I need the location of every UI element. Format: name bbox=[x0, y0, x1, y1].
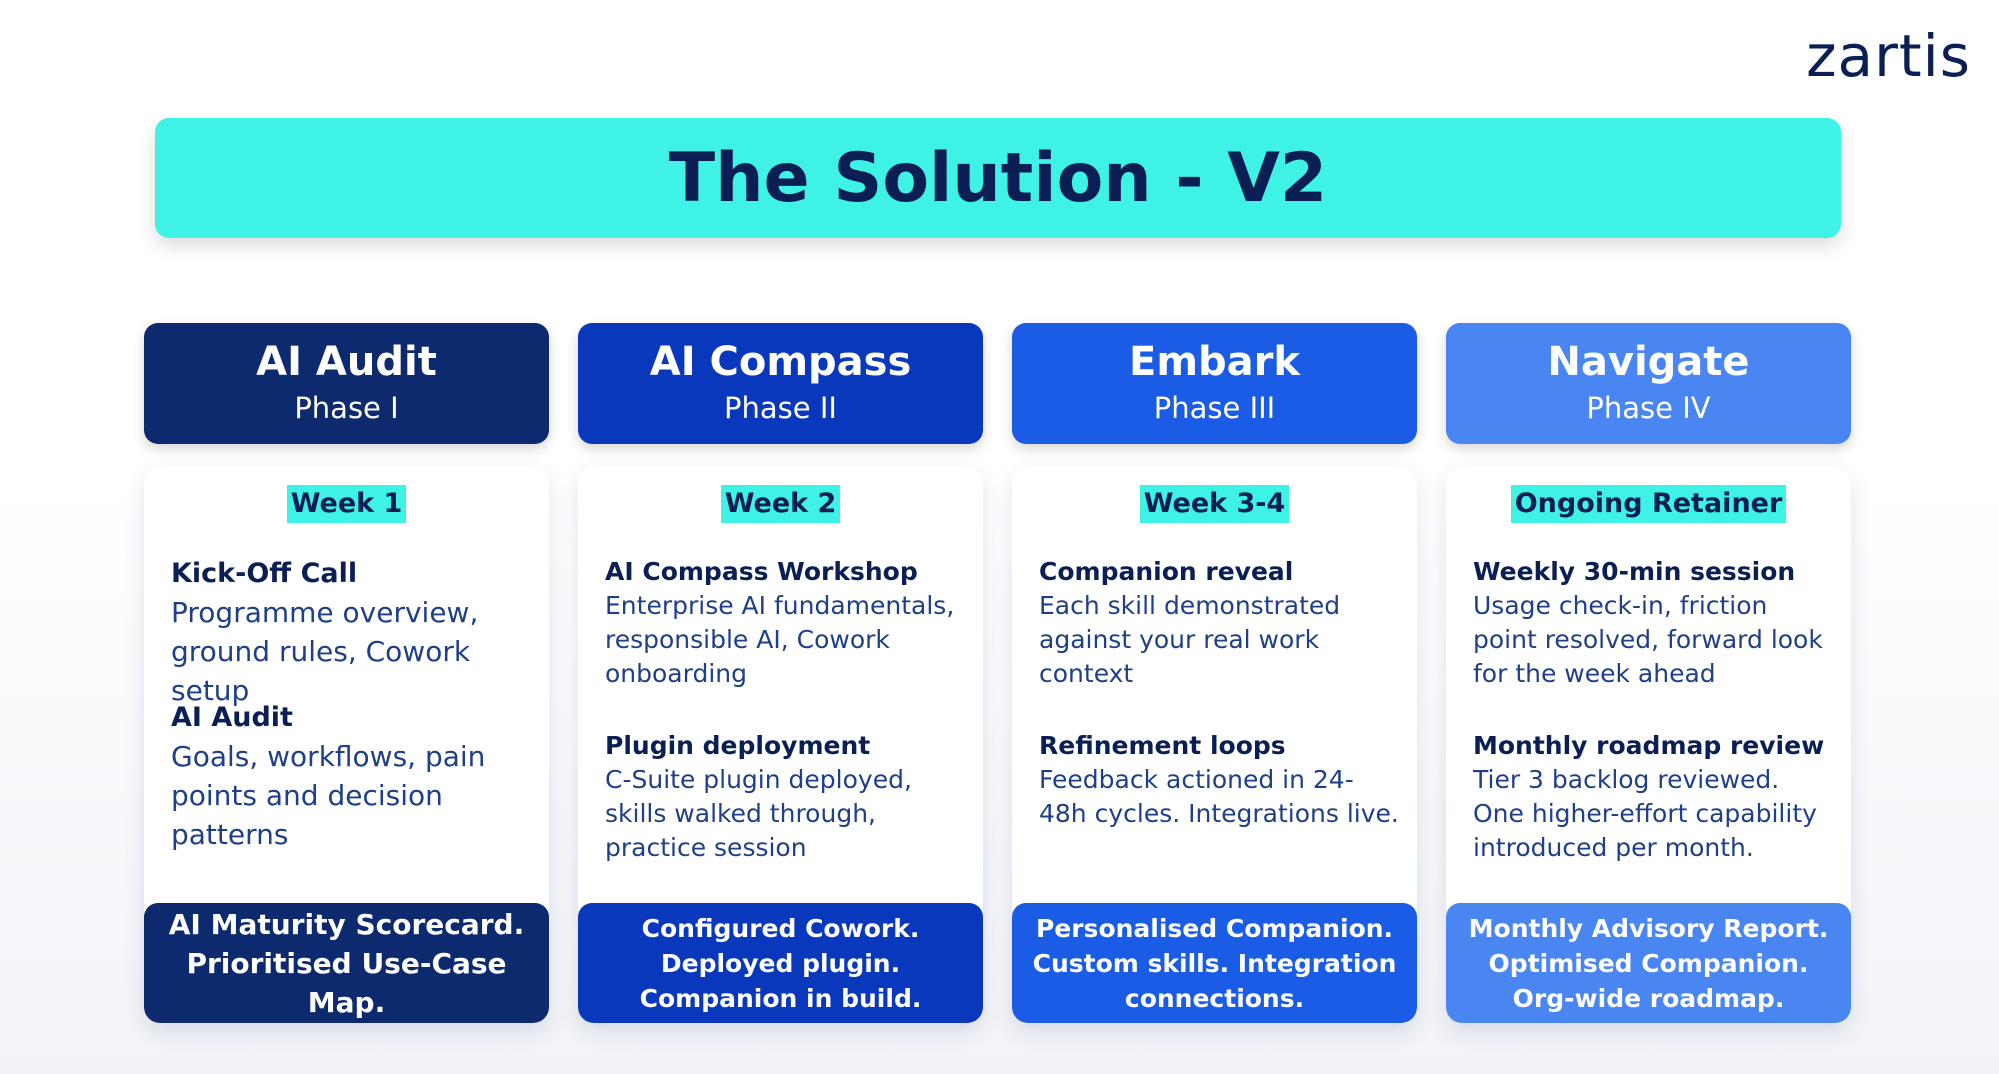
week-label: Week 1 bbox=[286, 485, 407, 523]
phase-number: Phase I bbox=[294, 391, 399, 425]
activity-item: AI Audit Goals, workflows, pain points a… bbox=[171, 699, 531, 854]
title-banner: The Solution - V2 bbox=[155, 118, 1841, 238]
activity-title: AI Audit bbox=[171, 702, 293, 733]
phase-column-embark: Embark Phase III Week 3-4 Companion reve… bbox=[1012, 323, 1417, 1023]
phase-card-embark: Week 3-4 Companion reveal Each skill dem… bbox=[1012, 467, 1417, 1023]
activity-item: AI Compass Workshop Enterprise AI fundam… bbox=[605, 555, 965, 691]
phase-header-navigate: Navigate Phase IV bbox=[1446, 323, 1851, 444]
deliverable-box: Personalised Companion. Custom skills. I… bbox=[1012, 903, 1417, 1023]
deliverable-box: Monthly Advisory Report. Optimised Compa… bbox=[1446, 903, 1851, 1023]
phase-column-ai-audit: AI Audit Phase I Week 1 Kick-Off Call Pr… bbox=[144, 323, 549, 1023]
phase-number: Phase II bbox=[724, 391, 837, 425]
activity-title: Plugin deployment bbox=[605, 731, 871, 760]
activity-item: Companion reveal Each skill demonstrated… bbox=[1039, 555, 1399, 691]
activity-item: Refinement loops Feedback actioned in 24… bbox=[1039, 729, 1399, 831]
zartis-logo: zartis bbox=[1806, 22, 1971, 90]
phase-name: Embark bbox=[1129, 339, 1300, 385]
activity-title: Kick-Off Call bbox=[171, 558, 358, 589]
activity-title: Weekly 30-min session bbox=[1473, 557, 1796, 586]
phase-header-ai-audit: AI Audit Phase I bbox=[144, 323, 549, 444]
activity-description: C-Suite plugin deployed, skills walked t… bbox=[605, 765, 912, 862]
phase-column-navigate: Navigate Phase IV Ongoing Retainer Weekl… bbox=[1446, 323, 1851, 1023]
activity-description: Feedback actioned in 24-48h cycles. Inte… bbox=[1039, 765, 1399, 828]
activity-description: Enterprise AI fundamentals, responsible … bbox=[605, 591, 955, 688]
activity-title: Monthly roadmap review bbox=[1473, 731, 1825, 760]
phase-column-ai-compass: AI Compass Phase II Week 2 AI Compass Wo… bbox=[578, 323, 983, 1023]
phase-columns: AI Audit Phase I Week 1 Kick-Off Call Pr… bbox=[144, 323, 1851, 1023]
activity-item: Monthly roadmap review Tier 3 backlog re… bbox=[1473, 729, 1833, 865]
deliverable-box: Configured Cowork. Deployed plugin. Comp… bbox=[578, 903, 983, 1023]
phase-name: AI Compass bbox=[649, 339, 912, 385]
phase-card-ai-compass: Week 2 AI Compass Workshop Enterprise AI… bbox=[578, 467, 983, 1023]
phase-name: Navigate bbox=[1547, 339, 1750, 385]
phase-number: Phase III bbox=[1153, 391, 1276, 425]
week-label: Week 2 bbox=[720, 485, 841, 523]
phase-name: AI Audit bbox=[256, 339, 437, 385]
activity-description: Each skill demonstrated against your rea… bbox=[1039, 591, 1341, 688]
phase-card-ai-audit: Week 1 Kick-Off Call Programme overview,… bbox=[144, 467, 549, 1023]
week-label: Week 3-4 bbox=[1139, 485, 1290, 523]
activity-title: Companion reveal bbox=[1039, 557, 1294, 586]
phase-header-embark: Embark Phase III bbox=[1012, 323, 1417, 444]
deliverable-box: AI Maturity Scorecard. Prioritised Use-C… bbox=[144, 903, 549, 1023]
activity-description: Usage check-in, friction point resolved,… bbox=[1473, 591, 1823, 688]
activity-description: Goals, workflows, pain points and decisi… bbox=[171, 740, 486, 851]
activity-item: Kick-Off Call Programme overview, ground… bbox=[171, 555, 531, 710]
activity-item: Weekly 30-min session Usage check-in, fr… bbox=[1473, 555, 1833, 691]
activity-item: Plugin deployment C-Suite plugin deploye… bbox=[605, 729, 965, 865]
activity-title: Refinement loops bbox=[1039, 731, 1286, 760]
phase-header-ai-compass: AI Compass Phase II bbox=[578, 323, 983, 444]
activity-description: Programme overview, ground rules, Cowork… bbox=[171, 596, 479, 707]
page-title: The Solution - V2 bbox=[668, 138, 1328, 218]
phase-card-navigate: Ongoing Retainer Weekly 30-min session U… bbox=[1446, 467, 1851, 1023]
phase-number: Phase IV bbox=[1586, 391, 1711, 425]
activity-title: AI Compass Workshop bbox=[605, 557, 918, 586]
activity-description: Tier 3 backlog reviewed. One higher-effo… bbox=[1473, 765, 1817, 862]
week-label: Ongoing Retainer bbox=[1510, 485, 1787, 523]
